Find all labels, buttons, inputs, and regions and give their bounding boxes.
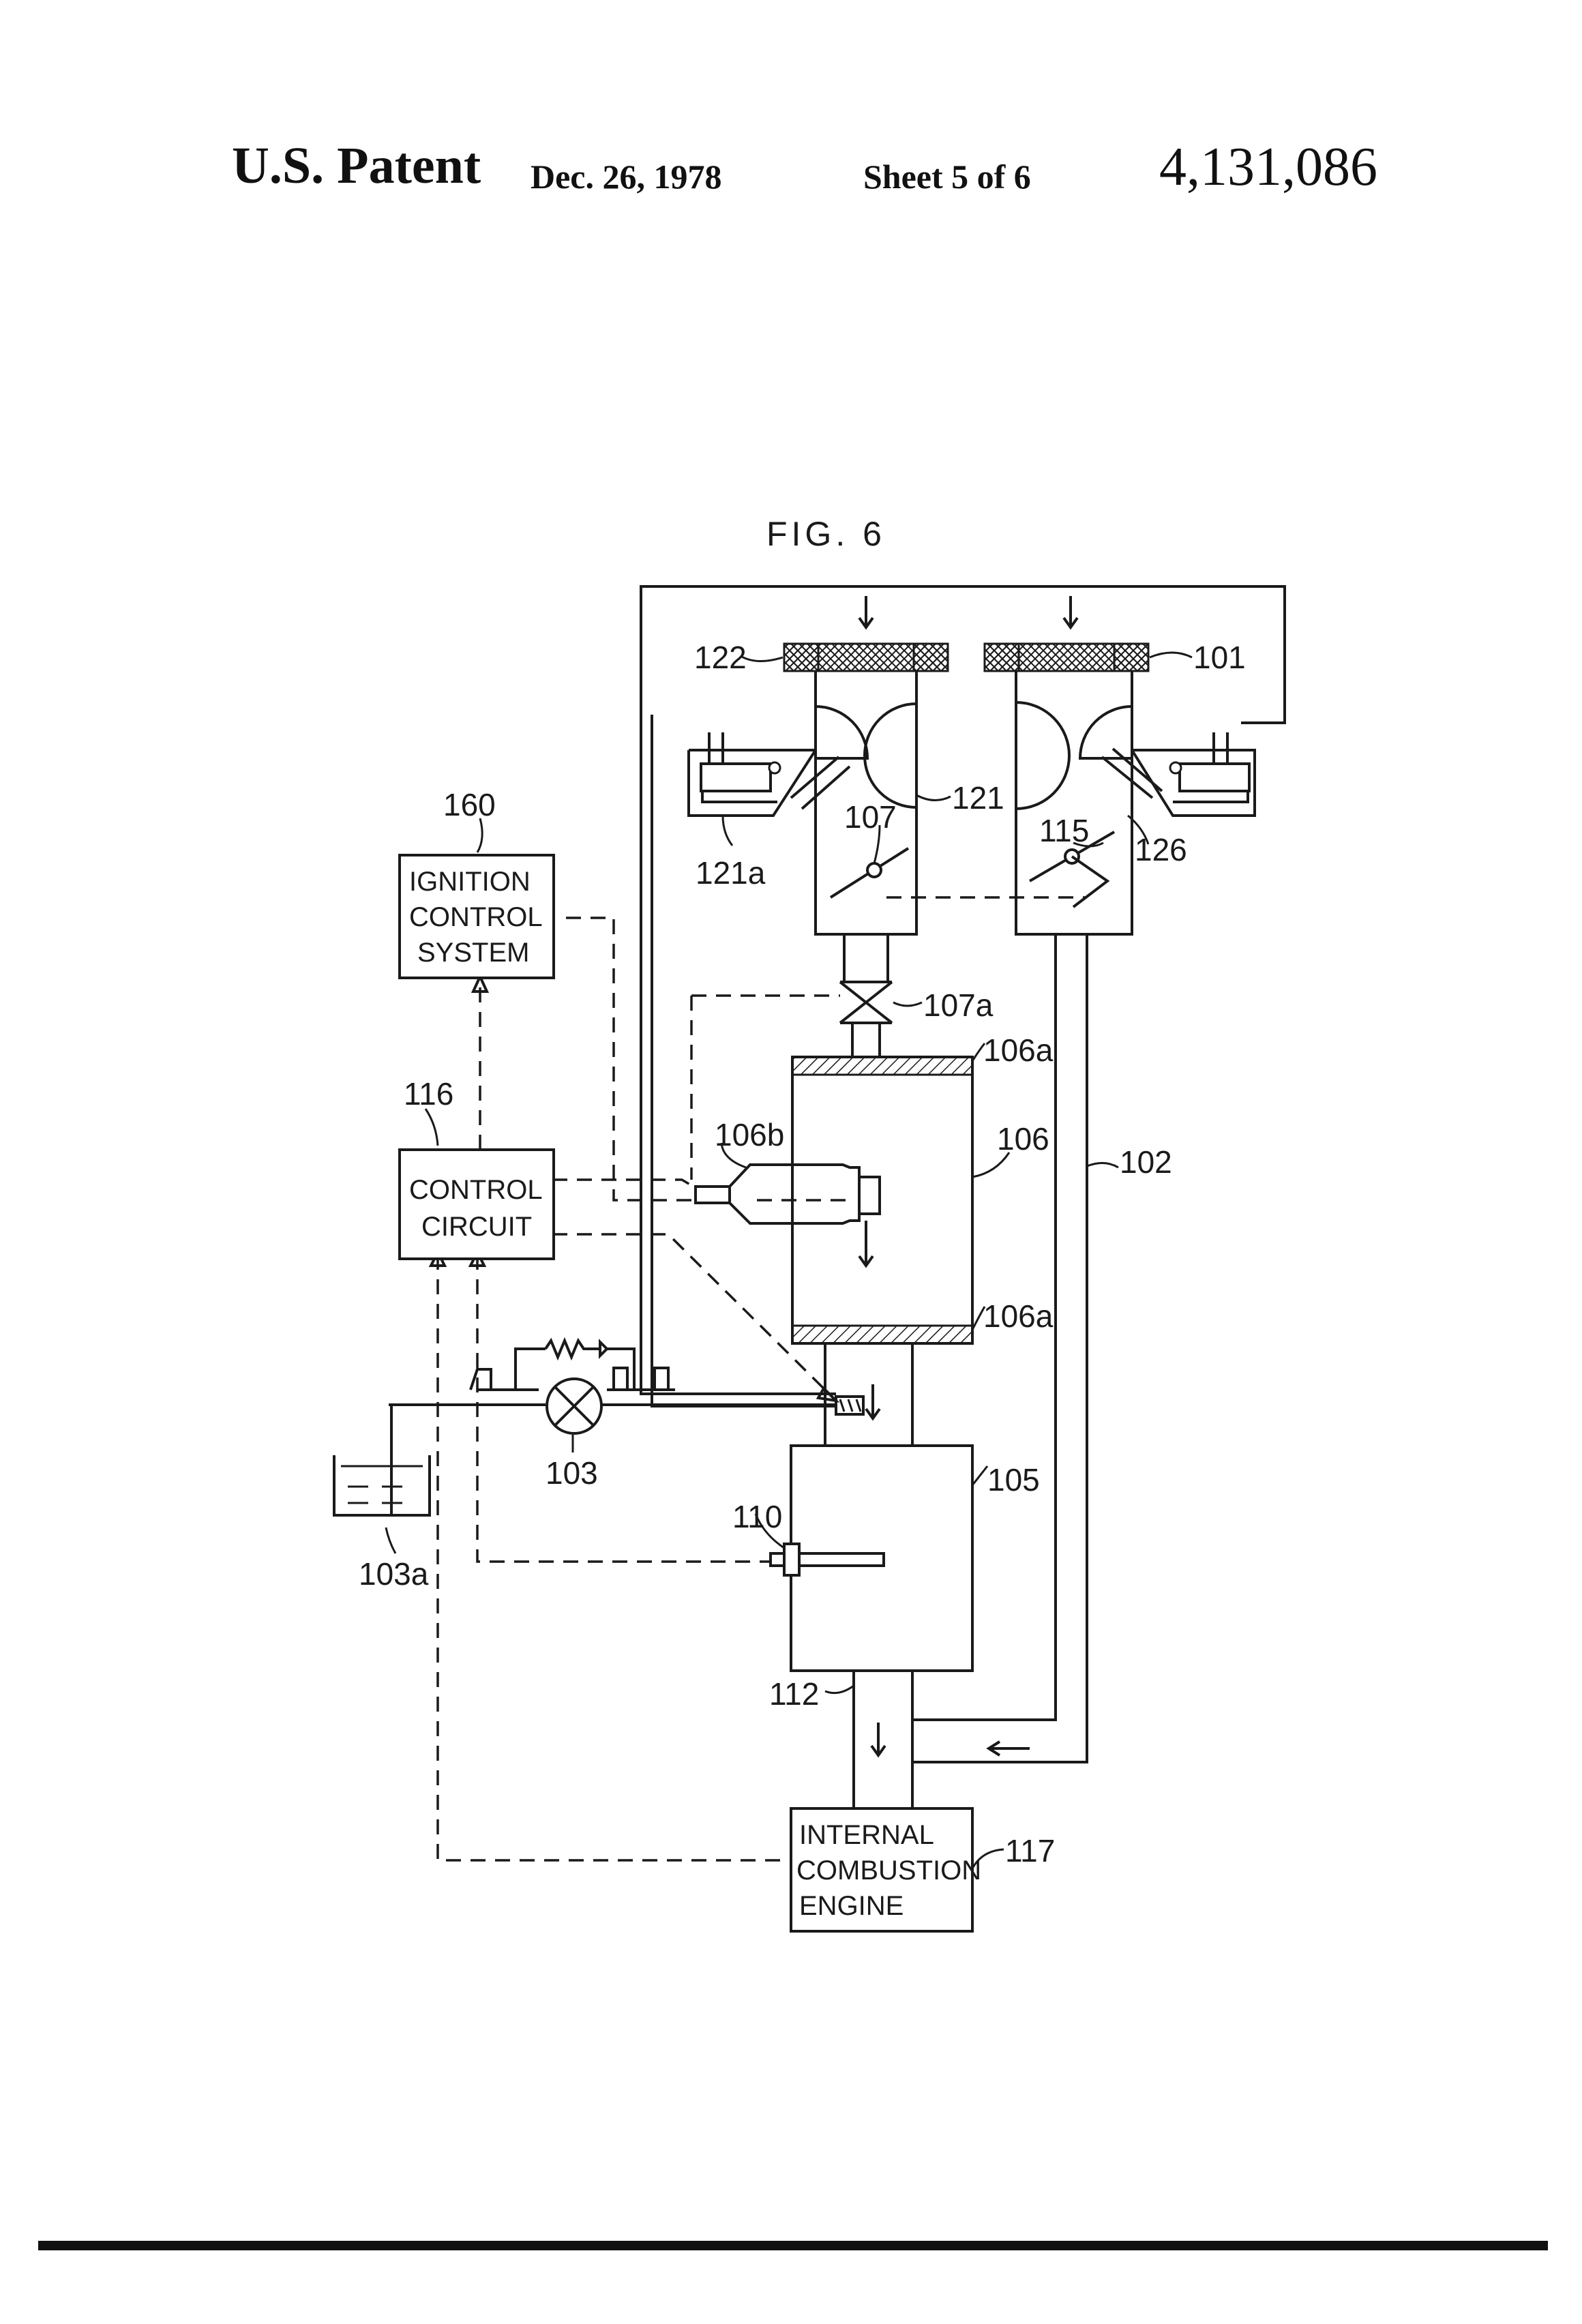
- ignition-line-2: CONTROL: [409, 902, 543, 932]
- engine-line-3: ENGINE: [799, 1891, 904, 1921]
- control-line-2: CIRCUIT: [421, 1212, 532, 1242]
- ref-105: 105: [987, 1462, 1040, 1498]
- ref-101: 101: [1193, 640, 1246, 675]
- carburetor-left: [784, 596, 948, 934]
- ignition-line-3: SYSTEM: [417, 938, 529, 968]
- float-chamber-right: [1102, 732, 1255, 816]
- ref-106a-top: 106a: [983, 1032, 1054, 1068]
- ref-102: 102: [1120, 1144, 1172, 1180]
- figure-title: FIG. 6: [766, 515, 886, 553]
- ref-115: 115: [1039, 813, 1089, 848]
- engine-line-1: INTERNAL: [799, 1820, 934, 1850]
- control-line-1: CONTROL: [409, 1175, 543, 1205]
- float-chamber-left: [689, 732, 850, 816]
- ref-106: 106: [997, 1121, 1049, 1157]
- ref-117: 117: [1005, 1833, 1055, 1868]
- sensor-110: [771, 1544, 884, 1575]
- ref-121a: 121a: [696, 855, 766, 891]
- ref-103: 103: [546, 1455, 598, 1491]
- fuel-pump-103: [389, 1341, 836, 1433]
- ref-160: 160: [443, 787, 496, 822]
- ref-106a-bottom: 106a: [983, 1298, 1054, 1334]
- ref-112: 112: [769, 1676, 819, 1712]
- ref-122: 122: [694, 640, 747, 675]
- ignition-to-heater: [566, 918, 696, 1200]
- ref-121: 121: [952, 780, 1004, 816]
- ref-107: 107: [844, 799, 897, 835]
- fuel-tank-103a: [334, 1405, 430, 1515]
- carburetor-right: [985, 596, 1148, 934]
- duct-upper: [844, 934, 888, 982]
- duct-112: [854, 1671, 912, 1808]
- ignition-line-1: IGNITION: [409, 867, 531, 897]
- heater-106b: [696, 1165, 880, 1223]
- engine-to-control: [438, 1255, 791, 1860]
- engine-line-2: COMBUSTION: [796, 1856, 981, 1886]
- ref-126: 126: [1135, 832, 1187, 867]
- ref-103a: 103a: [359, 1556, 429, 1592]
- control-to-heater: [552, 1180, 696, 1188]
- ref-107a: 107a: [923, 987, 994, 1023]
- page-bottom-rule: [38, 2241, 1548, 2250]
- ref-116: 116: [404, 1076, 453, 1112]
- ref-110: 110: [732, 1499, 782, 1534]
- fuel-injector: [836, 1397, 863, 1414]
- valve-107a: [840, 982, 892, 1023]
- ref-106b: 106b: [715, 1117, 784, 1152]
- sensor-to-control: [477, 1255, 771, 1562]
